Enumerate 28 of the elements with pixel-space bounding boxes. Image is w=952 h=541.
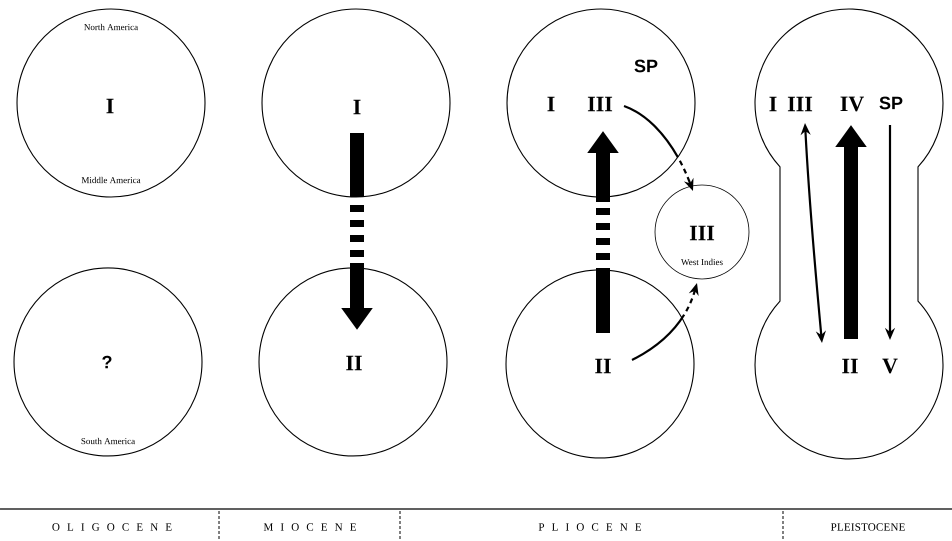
fauna-numeral: III (788, 96, 812, 112)
fauna-numeral: IV (840, 96, 864, 112)
epoch-label: M I O C E N E (264, 523, 356, 531)
fauna-numeral: II (346, 356, 362, 370)
fauna-numeral: I (769, 96, 777, 112)
region-name: Middle America (82, 176, 140, 184)
region-circle (505, 269, 695, 459)
region-name: South America (82, 438, 135, 444)
region-name: West Indies (681, 258, 723, 266)
region-name: North America (84, 24, 138, 30)
question-mark: ? (102, 356, 112, 368)
fauna-label: SP (880, 96, 902, 110)
fauna-numeral: V (882, 358, 898, 374)
epoch-label: O L I G O C E N E (52, 523, 172, 531)
fauna-numeral: II (842, 358, 858, 374)
region-circle (258, 267, 448, 457)
epoch-label: PLEISTOCENE (830, 523, 905, 531)
fauna-numeral: I (547, 96, 555, 112)
region-circle (261, 8, 451, 198)
fauna-numeral: III (588, 96, 612, 112)
region-outline (754, 8, 944, 460)
fauna-numeral: III (690, 226, 714, 240)
fauna-label: SP (634, 60, 658, 72)
fauna-numeral: II (595, 358, 611, 374)
epoch-label: P L I O C E N E (538, 523, 642, 531)
fauna-numeral: I (106, 98, 114, 114)
fauna-numeral: I (353, 100, 361, 114)
region-circle (506, 8, 696, 198)
